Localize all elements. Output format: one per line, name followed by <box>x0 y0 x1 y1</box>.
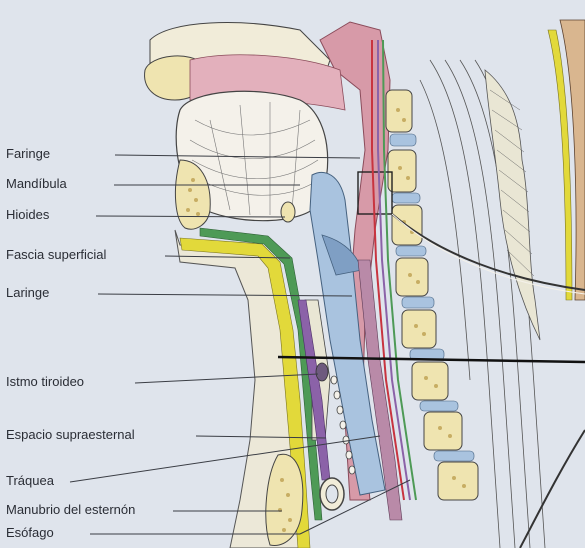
label-esofago: Esófago <box>6 525 54 540</box>
label-istmo-tiroideo: Istmo tiroideo <box>6 374 84 389</box>
label-laringe: Laringe <box>6 285 49 300</box>
label-fascia-superficial: Fascia superficial <box>6 247 106 262</box>
thyroid-isthmus <box>316 363 328 381</box>
label-traquea: Tráquea <box>6 473 54 488</box>
hyoid-bone <box>281 202 295 222</box>
label-espacio-supraesternal: Espacio supraesternal <box>6 427 135 442</box>
label-manubrio-del-esternon: Manubrio del esternón <box>6 502 135 517</box>
label-hioides: Hioides <box>6 207 49 222</box>
label-mandibula: Mandíbula <box>6 176 67 191</box>
label-faringe: Faringe <box>6 146 50 161</box>
